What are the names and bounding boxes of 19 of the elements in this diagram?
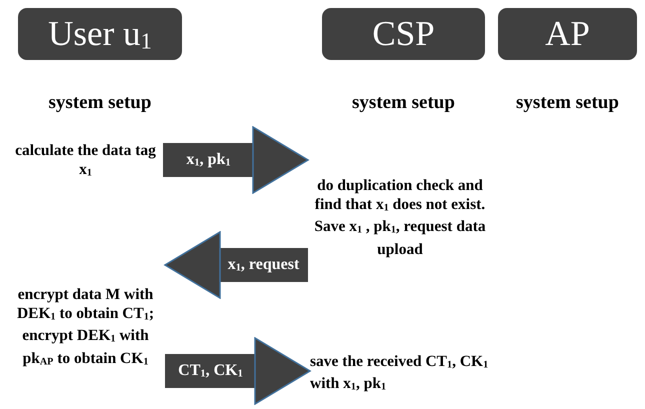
edge-label: CT$_{1}$, CK$_{1}$ [178,362,243,380]
phase-label: system setup [351,92,456,114]
block-arrow [163,126,309,194]
phase-label: system setup [515,92,620,114]
block-arrow [165,337,311,405]
step-text: save the received CT$_{1}$, CK$_{1}$ with x$_{1}$, pk$_{1}$ [310,352,490,394]
block-arrow [164,231,308,299]
step-text: do duplication check and find that x$_{1}$ does not exist. Save x$_{1}$ , pk$_{1}$, request data upload [313,176,487,258]
step-text: encrypt data M with DEK$_{1}$ to obtain CT$_{1}$; encrypt DEK$_{1}$ with pk$_{AP}$ to obtain CK$_{1}$ [16,284,156,370]
actor-box [18,8,182,60]
step-text: calculate the data tag x$_{1}$ [14,141,157,181]
actor-name: AP [545,14,590,54]
edge-label: x$_{1}$, pk$_{1}$ [186,151,231,169]
actor-name: User u$_{1}$ [48,14,152,54]
edge-label: x$_{1}$, request [228,256,300,274]
actor-box [322,8,485,60]
actor-box [498,8,637,60]
phase-label: system setup [48,92,152,114]
actor-name: CSP [372,14,435,54]
